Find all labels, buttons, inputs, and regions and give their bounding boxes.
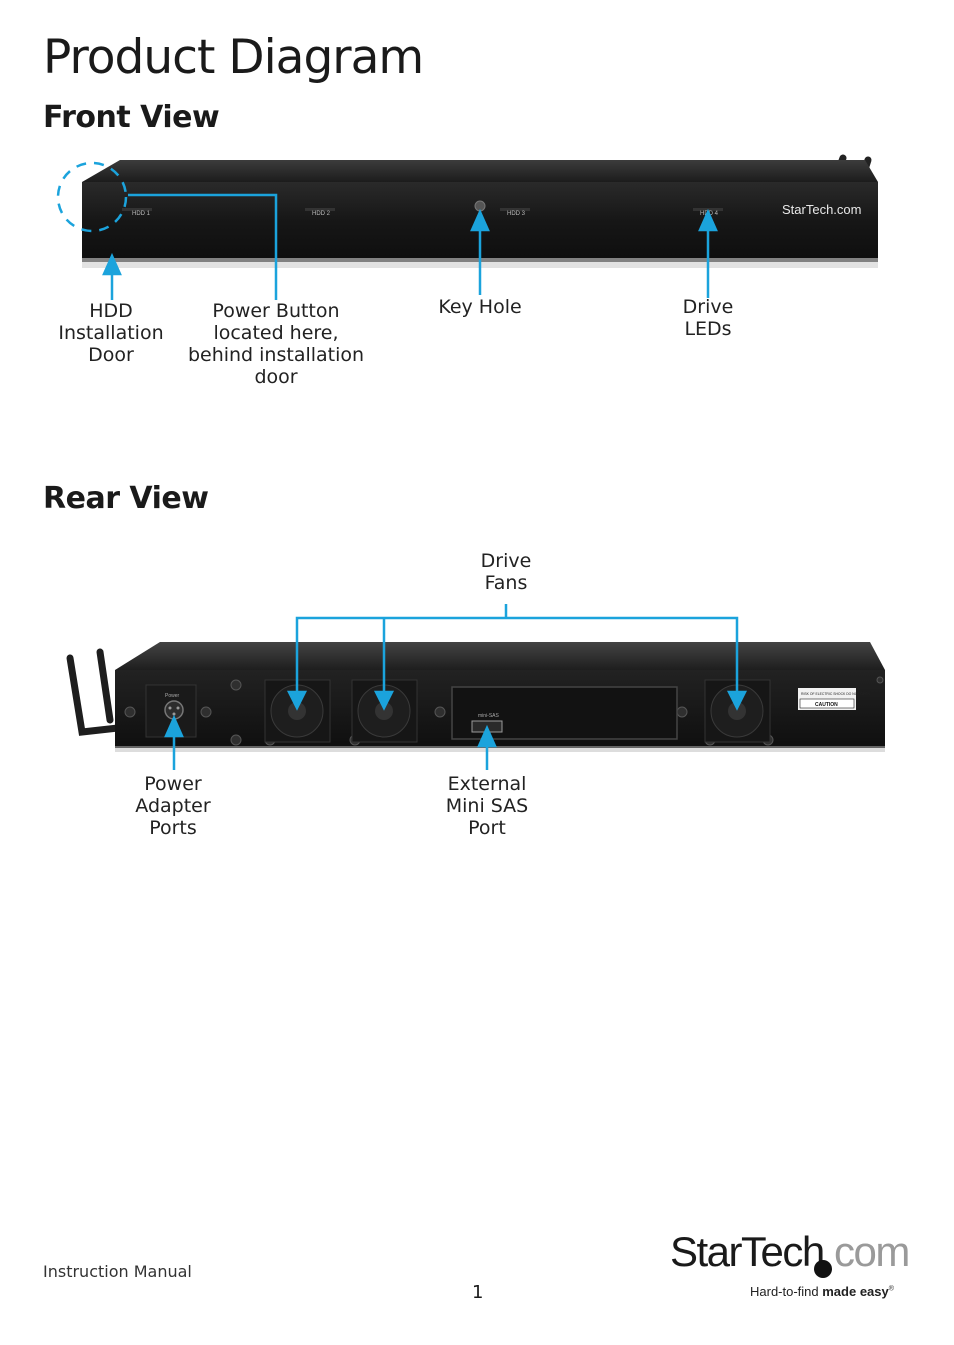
callout-external-mini-sas-port: External Mini SAS Port xyxy=(445,773,529,839)
power-port-arrow xyxy=(164,714,184,738)
front-view-heading: Front View xyxy=(43,100,220,135)
svg-text:HDD 2: HDD 2 xyxy=(312,211,331,217)
svg-text:Power: Power xyxy=(165,693,180,699)
page-number: 1 xyxy=(472,1282,484,1303)
power-adapter-port: Power xyxy=(145,684,197,738)
front-brand-logo: StarTech.com xyxy=(782,202,861,217)
svg-text:mini-SAS: mini-SAS xyxy=(478,713,500,719)
bay-label-3: HDD 3 xyxy=(500,208,530,217)
svg-text:RISK OF ELECTRIC SHOCK DO NOT: RISK OF ELECTRIC SHOCK DO NOT OPEN xyxy=(801,692,870,696)
caution-label: RISK OF ELECTRIC SHOCK DO NOT OPEN CAUTI… xyxy=(798,688,870,710)
footer-document-type: Instruction Manual xyxy=(43,1262,192,1281)
fan-3-arrow xyxy=(726,690,748,711)
drive-leds-arrow xyxy=(698,208,718,232)
callout-power-button: Power Button located here, behind instal… xyxy=(187,300,365,388)
rear-rack-handle xyxy=(66,648,122,736)
fan-2-arrow xyxy=(373,690,395,711)
callout-hdd-installation-door: HDD Installation Door xyxy=(58,300,164,366)
callout-power-adapter-ports: Power Adapter Ports xyxy=(135,773,211,839)
fans-bracket xyxy=(295,616,739,706)
logo-dot-icon xyxy=(814,1260,832,1278)
bay-label-1: HDD 1 xyxy=(122,208,152,217)
rear-view-heading: Rear View xyxy=(43,481,209,516)
bay-label-2: HDD 2 xyxy=(305,208,335,217)
rear-view-diagram: Power mini-SAS RISK OF ELECTRIC SHOCK DO… xyxy=(66,604,885,770)
callout-drive-leds: Drive LEDs xyxy=(682,296,734,340)
front-view-diagram: HDD 1 HDD 2 HDD 3 HDD 4 StarTech.com xyxy=(56,154,878,300)
startech-logo: StarTech com Hard-to-find made easy® xyxy=(668,1228,918,1308)
callout-key-hole: Key Hole xyxy=(438,296,522,318)
hdd-door-arrow xyxy=(102,252,122,276)
page-title: Product Diagram xyxy=(43,30,424,85)
hdd-door-highlight xyxy=(56,161,128,233)
power-button-leader xyxy=(128,193,278,300)
logo-wordmark: StarTech xyxy=(670,1228,825,1275)
svg-text:HDD 1: HDD 1 xyxy=(132,211,151,217)
key-hole-arrow xyxy=(470,208,490,232)
mini-sas-arrow xyxy=(477,724,497,748)
callout-drive-fans: Drive Fans xyxy=(480,550,532,594)
logo-suffix: com xyxy=(834,1228,910,1275)
logo-tagline: Hard-to-find made easy® xyxy=(750,1284,894,1299)
svg-text:CAUTION: CAUTION xyxy=(815,702,838,708)
fan-1-arrow xyxy=(286,690,308,711)
svg-text:HDD 3: HDD 3 xyxy=(507,211,526,217)
fan-3 xyxy=(704,679,771,743)
